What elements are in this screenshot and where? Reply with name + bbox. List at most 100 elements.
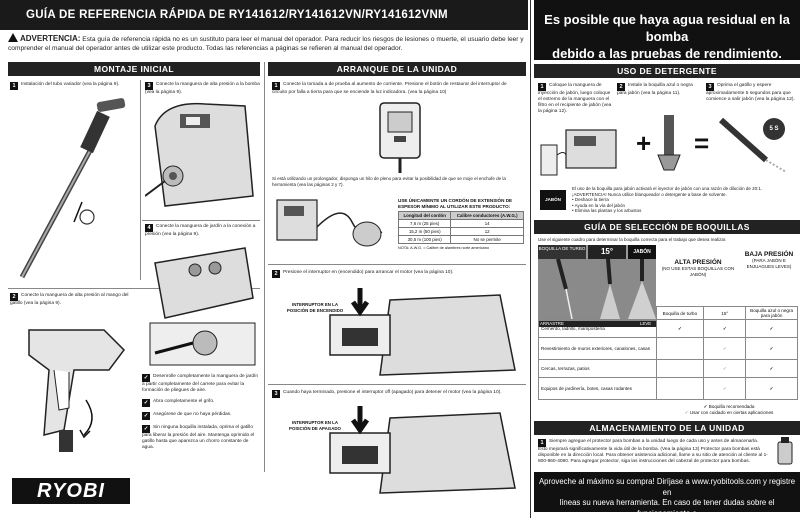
step-number: 1 <box>272 82 280 90</box>
extension-cord-illustration <box>276 199 383 247</box>
bullet-icon: ✓ <box>142 399 150 407</box>
switch-on-label: INTERRUPTOR EN LA POSICIÓN DE ENCENDIDO <box>286 302 344 313</box>
check-icon <box>655 359 705 378</box>
check-icon <box>655 377 705 400</box>
check-icon <box>655 337 705 360</box>
assembly-bullets: ✓Desenrolle completamente la manguera de… <box>142 374 260 451</box>
legend-recommended: ✓ Boquilla recomendada <box>703 404 755 409</box>
table-row: 30,5 m (100 pies)No se permite <box>397 235 524 245</box>
footer-register-block: Aproveche al máximo su compra! Diríjase … <box>534 472 800 528</box>
trigger-gun-illustration <box>28 329 125 452</box>
col-turbo: Boquilla de turbo <box>655 306 705 320</box>
turbo-label: BOQUILLA DE TURBO <box>538 245 586 259</box>
detergent-note-text: El uso de la boquilla para jabón activar… <box>572 186 763 197</box>
cord-header: Calibre conductores (A.W.G.) <box>450 211 524 221</box>
svg-text:=: = <box>694 128 709 158</box>
check-icon: ✓ <box>745 337 798 360</box>
step-number: 2 <box>617 83 625 91</box>
step-number: 1 <box>538 439 546 447</box>
step-number: 3 <box>145 82 153 90</box>
cord-table-title: USE ÚNICAMENTE UN CORDÓN DE EXTENSIÓN DE… <box>398 198 513 209</box>
column-divider <box>264 62 265 472</box>
step-number: 4 <box>145 224 153 232</box>
startup-note: Si está utilizando un prolongador, dispo… <box>272 176 506 187</box>
water-notice-line1: Es posible que haya agua residual en la … <box>544 12 790 44</box>
footer-line1: Aproveche al máximo su compra! Diríjase … <box>538 477 796 497</box>
switch-off-label: INTERRUPTOR EN LA POSICIÓN DE APAGADO <box>289 420 341 431</box>
column-divider <box>530 0 531 518</box>
nozzle-15-label: 15° <box>588 245 626 259</box>
check-icon: ✓ <box>745 377 798 400</box>
table-row: Revestimiento de muros exteriores, canal… <box>538 337 798 360</box>
detergent-item: • Deshace la tierra <box>572 197 609 203</box>
nozzle-spray-drawing <box>538 259 656 327</box>
step-number: 2 <box>10 293 18 301</box>
divider <box>140 80 141 280</box>
divider <box>268 264 526 265</box>
svg-text:+: + <box>636 128 651 158</box>
bullet-icon: ✓ <box>142 412 150 420</box>
footer-line3: mantenimiento de su producto llame al, 1… <box>569 519 765 528</box>
bullet-icon: ✓ <box>142 425 150 433</box>
section-detergent: USO DE DETERGENTE <box>534 64 800 78</box>
divider <box>268 384 526 385</box>
step-number: 1 <box>10 82 18 90</box>
divider <box>8 288 260 289</box>
warning-text: Esta guía de referencia rápida no es un … <box>8 36 524 52</box>
check-icon: ✓ <box>703 377 747 400</box>
section-startup: ARRANQUE DE LA UNIDAD <box>268 62 526 76</box>
gfci-plug-illustration <box>379 102 421 173</box>
warning-icon <box>8 33 18 42</box>
check-icon: ✓ <box>655 319 705 338</box>
step-number: 2 <box>272 270 280 278</box>
high-pressure-block: ALTA PRESIÓN (NO USE ESTAS BOQUILLAS CON… <box>658 245 738 277</box>
section-storage: ALMACENAMIENTO DE LA UNIDAD <box>534 421 800 435</box>
warning-block: ADVERTENCIA: Esta guía de referencia ráp… <box>8 33 528 53</box>
step-number: 3 <box>706 83 714 91</box>
table-row: 15,2 m (50 pies)12 <box>397 227 524 237</box>
assembly-bullet1: ✓Desenrolle completamente la manguera de… <box>142 374 259 393</box>
detergent-note: El uso de la boquilla para jabón activar… <box>572 186 796 214</box>
ryobi-logo: RYOBI <box>12 478 130 504</box>
water-notice-line2: debido a las pruebas de rendimiento. <box>552 46 782 61</box>
check-icon: ✓ <box>703 404 708 409</box>
wand-illustration <box>19 98 126 279</box>
cord-table-block: USE ÚNICAMENTE UN CORDÓN DE EXTENSIÓN DE… <box>397 198 524 251</box>
section-nozzle: GUÍA DE SELECCIÓN DE BOQUILLAS <box>534 220 800 234</box>
section-assembly: MONTAJE INICIAL <box>8 62 260 76</box>
nozzle-legend: ✓ Boquilla recomendada ✓ Usar con cuidad… <box>660 404 798 416</box>
high-pressure-title: ALTA PRESIÓN <box>674 259 722 266</box>
check-icon: ✓ <box>745 319 798 338</box>
soap-badge: JABÓN <box>540 190 566 210</box>
pump-protector-bottle-icon <box>777 437 793 465</box>
col-soap: Boquilla azul o negra para jabón <box>745 306 798 320</box>
divider <box>142 220 260 221</box>
detergent-illustration: + = <box>540 115 787 176</box>
water-notice: Es posible que haya agua residual en la … <box>534 0 800 61</box>
high-pressure-subtitle: (NO USE ESTAS BOQUILLAS CON JABÓN) <box>661 266 735 277</box>
col-15: 15° <box>703 306 747 320</box>
assembly-bullet2: ✓Abra completamente el grifo. <box>142 399 215 407</box>
low-pressure-block: BAJA PRESIÓN (PARA JABÓN E ENJUAGUES LEV… <box>740 245 798 269</box>
cord-note: NOTA: A.W.G. = Calibre de alambres norte… <box>398 246 489 251</box>
step-number: 3 <box>272 390 280 398</box>
nozzle-intro: Use el siguiente cuadro para determinar … <box>538 237 727 242</box>
footer-line2: líneas su nueva herramienta. En caso de … <box>559 498 775 518</box>
legend-caution: ✓ Usar con cuidado en ciertas aplicacion… <box>684 410 774 415</box>
table-row: Equipos de jardinería, botes, casas roda… <box>538 377 798 400</box>
detergent-item: • Ayuda en la vía del jabón <box>572 202 626 208</box>
warning-label: ADVERTENCIA: <box>20 34 81 43</box>
garden-hose-illustration <box>149 247 256 366</box>
check-icon: ✓ <box>703 359 747 378</box>
table-row: 7,6 m (25 pies)14 <box>397 219 524 229</box>
nozzle-spray-image: BOQUILLA DE TURBO 15° JABÓN <box>538 245 656 327</box>
